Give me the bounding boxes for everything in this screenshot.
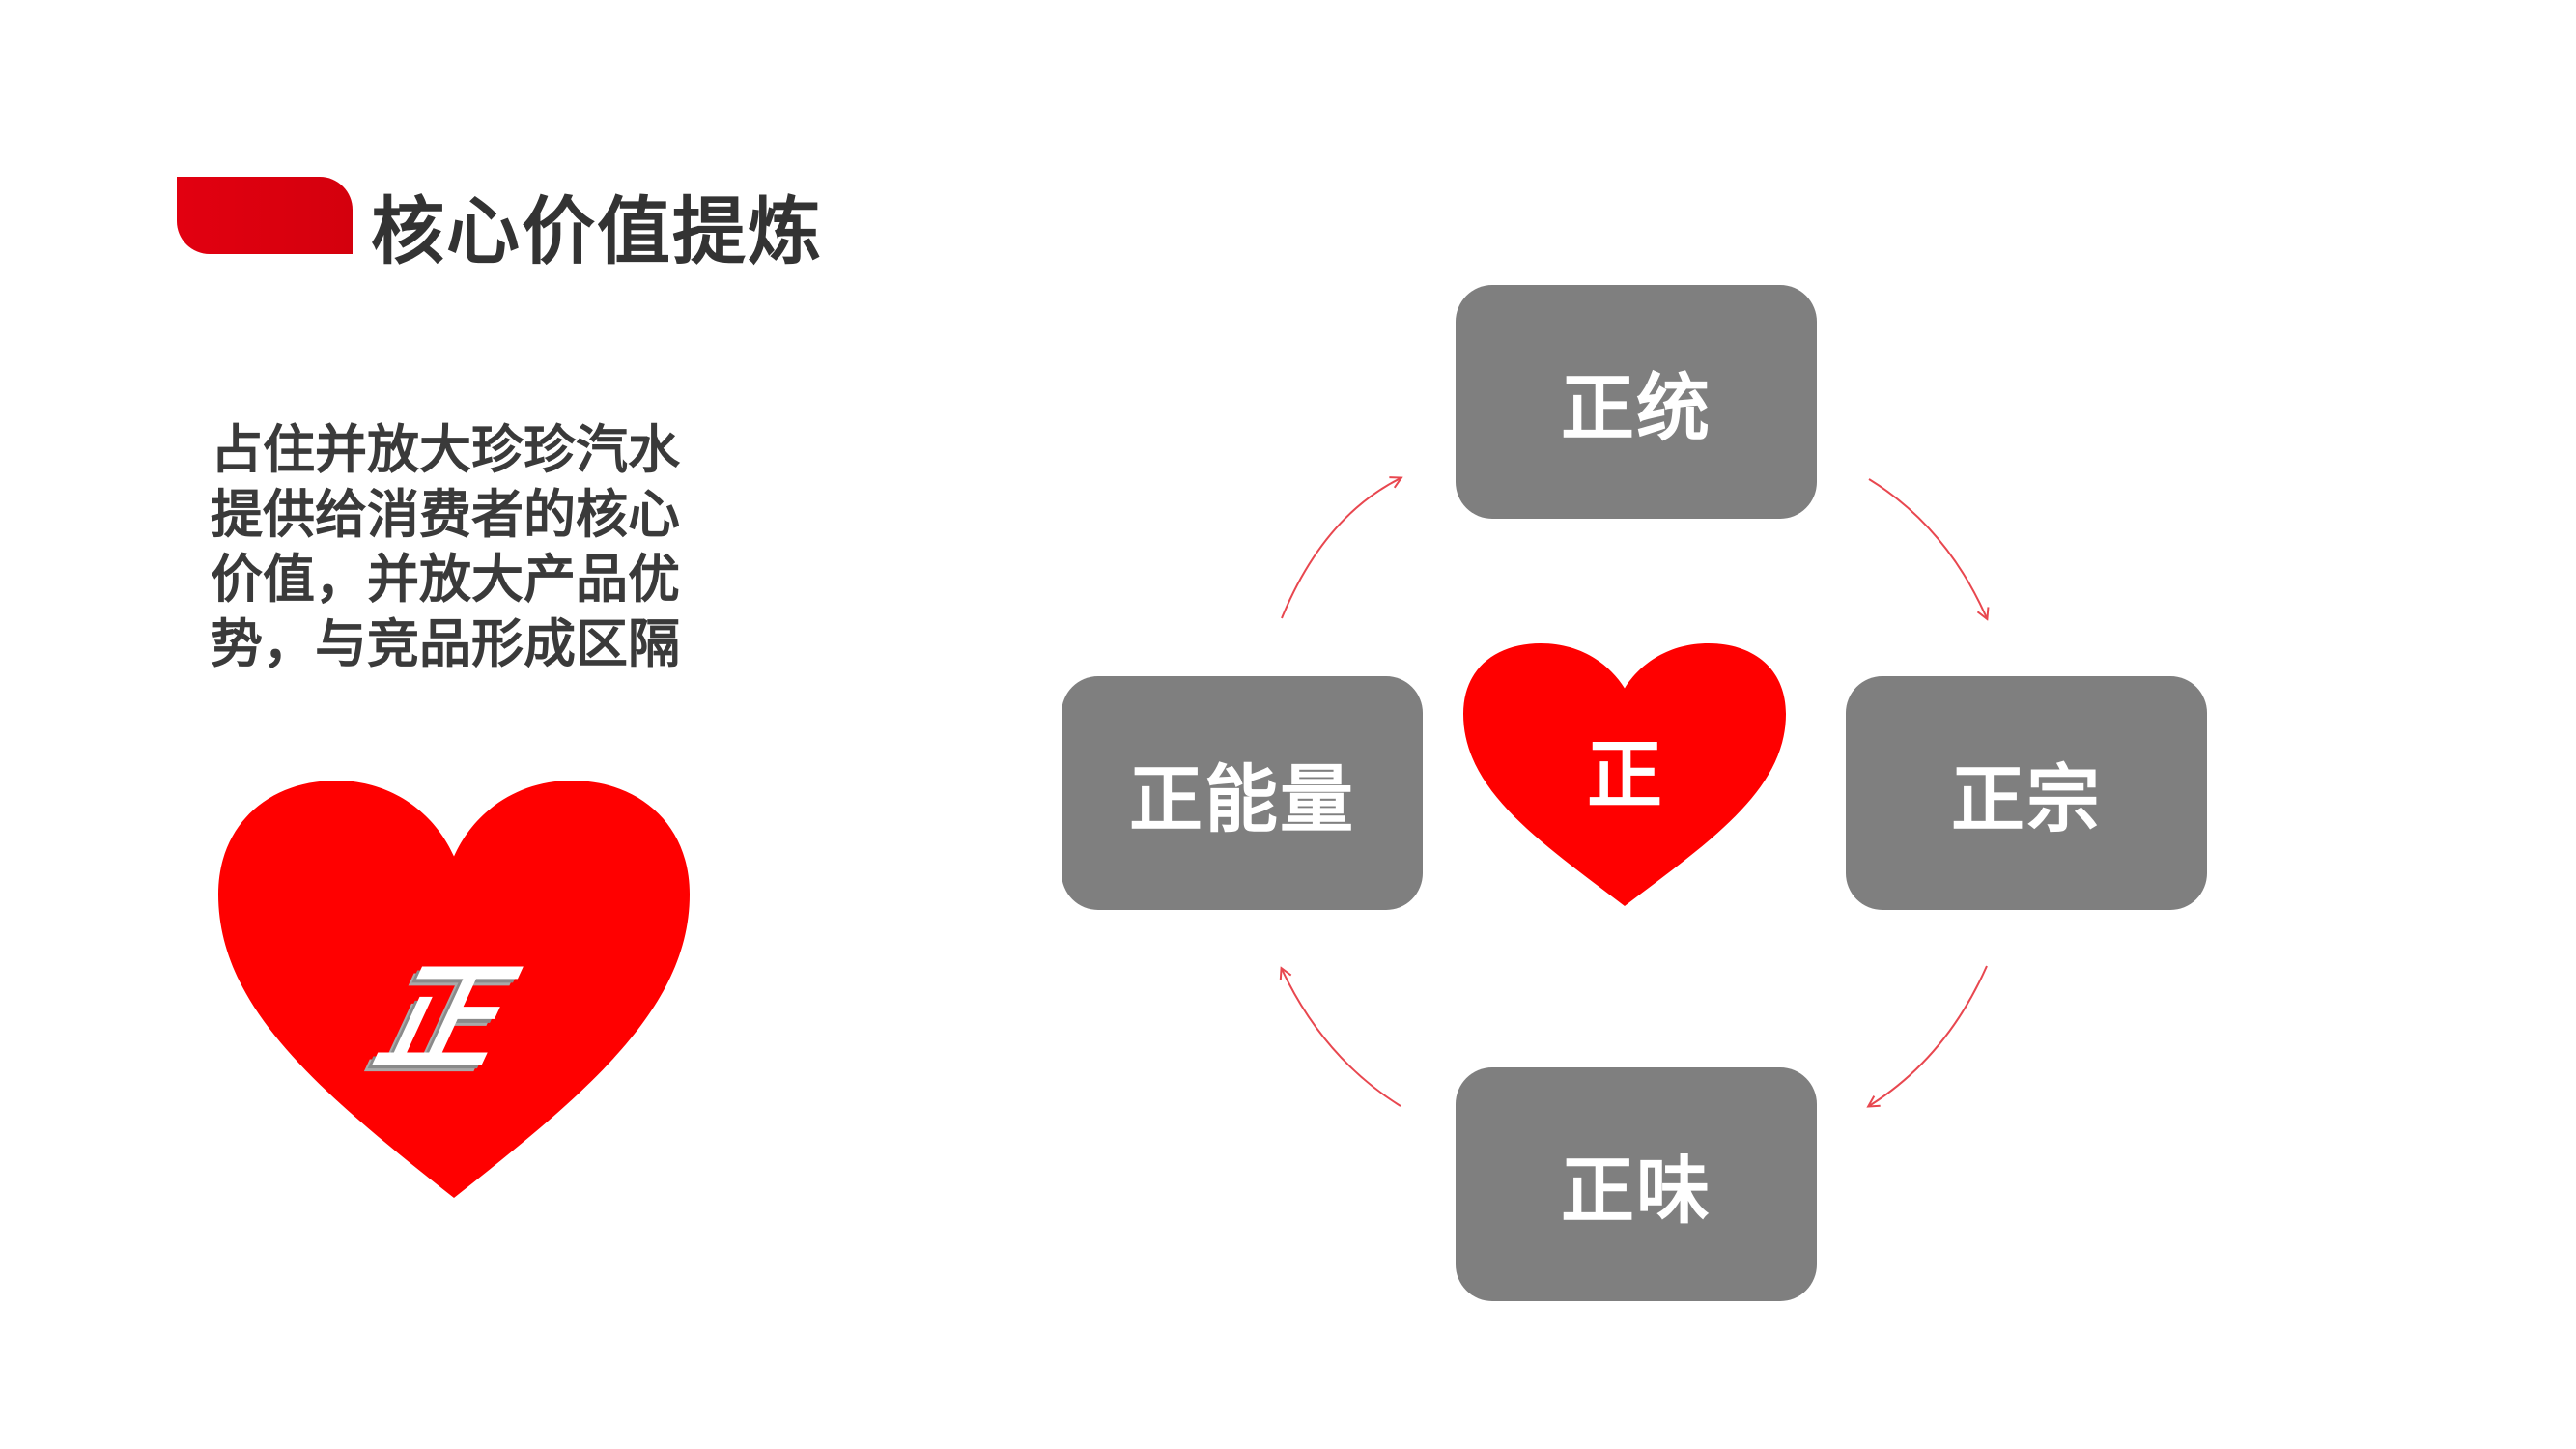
title-accent-bar — [177, 177, 353, 254]
center-heart-label: 正 — [1587, 732, 1663, 819]
description-line: 占住并放大珍珍汽水 — [211, 419, 680, 480]
description-line: 提供给消费者的核心 — [211, 484, 680, 545]
arrow-right-to-bottom — [1869, 965, 1988, 1106]
node-zhengnengliang: 正能量 — [1062, 676, 1423, 910]
arrow-left-to-top — [1281, 478, 1401, 619]
node-zhengtong: 正统 — [1456, 285, 1817, 519]
node-zhengzong: 正宗 — [1846, 676, 2207, 910]
description-line: 价值，并放大产品优 — [211, 549, 680, 610]
node-zhengwei: 正味 — [1456, 1067, 1817, 1301]
arrow-top-to-right — [1868, 478, 1987, 618]
description-text: 占住并放大珍珍汽水 提供给消费者的核心 价值，并放大产品优 势，与竞品形成区隔 — [211, 417, 713, 676]
arrow-bottom-to-left — [1282, 969, 1401, 1107]
big-heart-icon — [218, 781, 690, 1198]
description-line: 势，与竞品形成区隔 — [211, 613, 680, 674]
center-heart-icon — [1463, 643, 1786, 906]
page-title: 核心价值提炼 — [371, 188, 823, 274]
